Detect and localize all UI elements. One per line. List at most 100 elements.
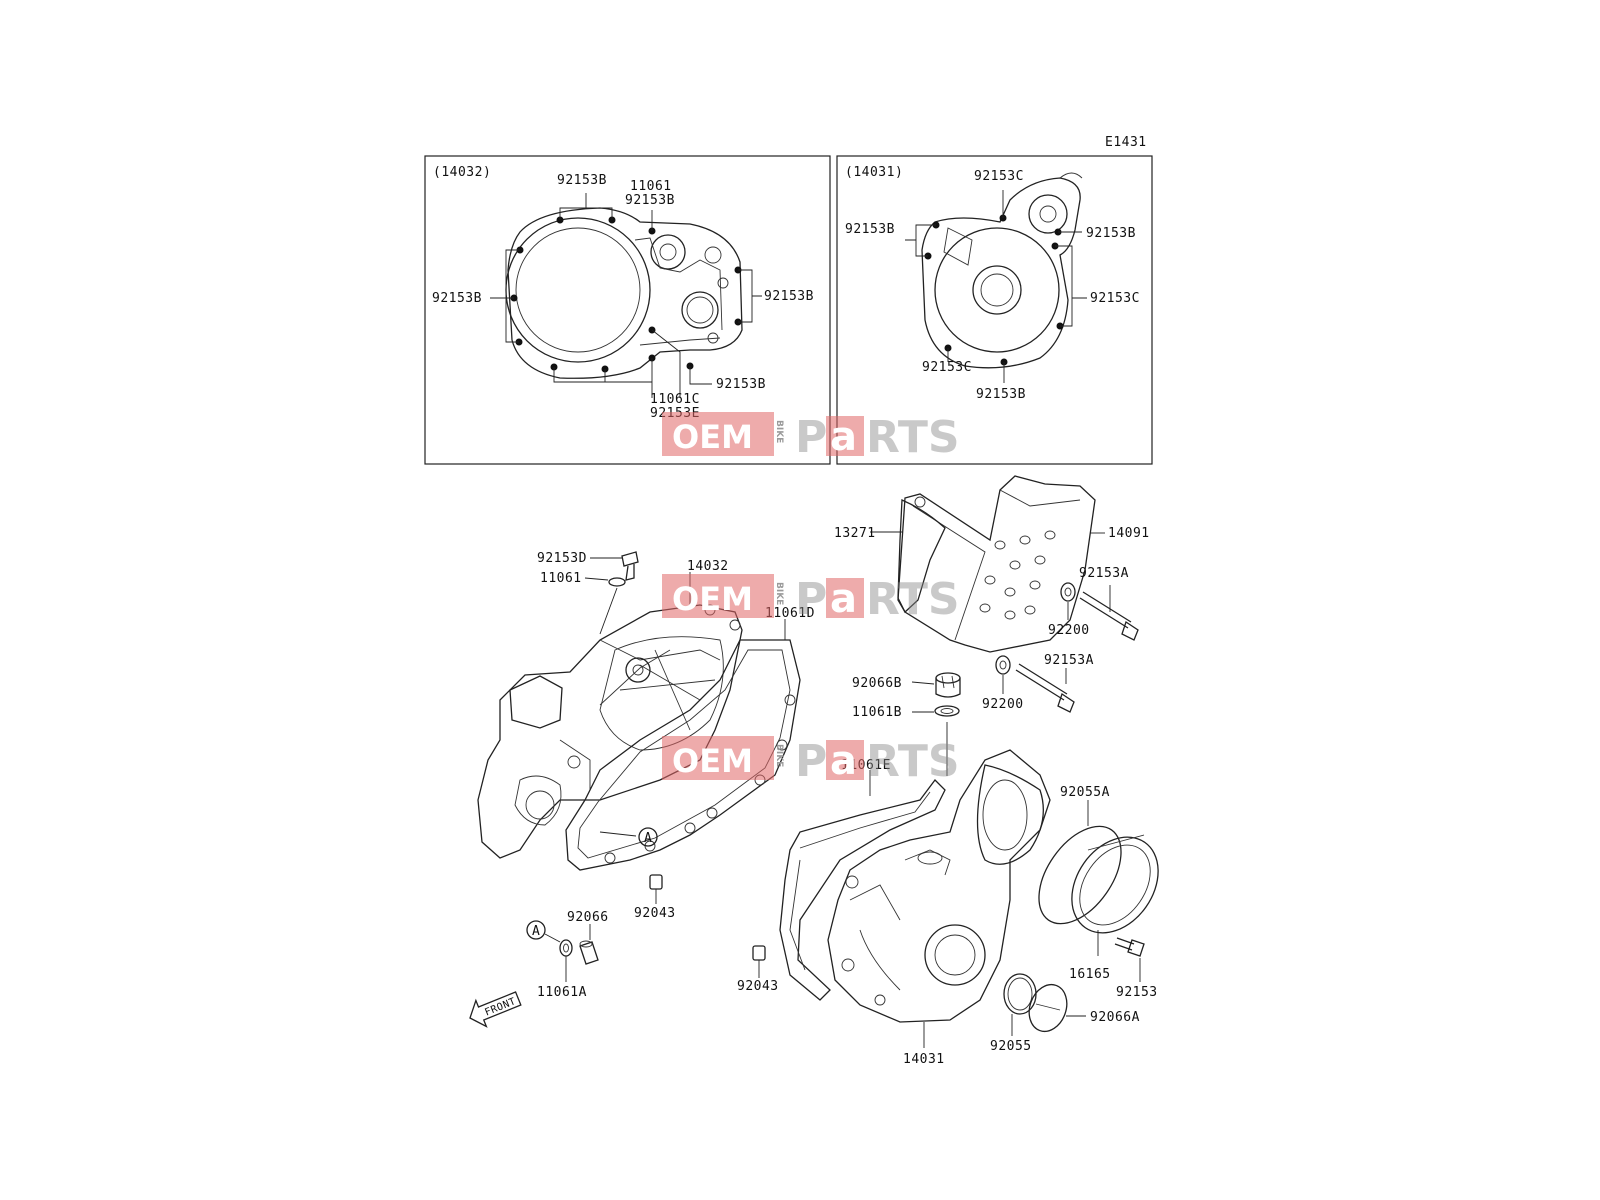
svg-text:P: P <box>795 574 827 625</box>
part-11061D-gasket <box>565 639 801 871</box>
label-92153C-top: 92153C <box>974 169 1024 184</box>
part-92066A-plug <box>1028 983 1068 1033</box>
svg-text:P: P <box>795 412 827 463</box>
magneto-cover-bolts <box>924 214 1064 366</box>
svg-text:BIKE: BIKE <box>774 420 784 443</box>
watermark-3: OEM BIKE P a RTS <box>662 736 960 787</box>
cover-holes <box>979 530 1056 620</box>
leader-11061-to-cover <box>599 587 618 635</box>
label-13271: 13271 <box>834 526 876 541</box>
part-92043-dowel-1 <box>649 874 663 890</box>
label-16165: 16165 <box>1069 967 1111 982</box>
label-14032: 14032 <box>687 559 729 574</box>
inset-14032: (14032) <box>424 155 831 465</box>
part-92153A-bolt-upper <box>1079 591 1139 641</box>
label-92153C-right: 92153C <box>1090 291 1140 306</box>
part-92043-dowel-2 <box>752 945 766 961</box>
label-92153B-right-top: 92153B <box>1086 226 1136 241</box>
svg-text:RTS: RTS <box>866 574 960 625</box>
clutch-cover-bolts <box>510 216 742 373</box>
label-11061A: 11061A <box>537 985 587 1000</box>
leader-11061 <box>584 577 609 581</box>
diagram-code: E1431 <box>1105 135 1147 150</box>
inset-14031: (14031) 921 <box>836 155 1153 465</box>
inset-14031-leaders <box>905 190 1087 383</box>
label-14091: 14091 <box>1108 526 1150 541</box>
svg-text:P: P <box>795 736 827 787</box>
watermark-1: OEM BIKE P a RTS <box>662 412 960 463</box>
svg-text:A: A <box>644 831 652 846</box>
ref-a-upper: A <box>599 827 658 847</box>
inset-14032-frame <box>424 155 831 465</box>
inset-14032-leaders <box>490 193 762 398</box>
label-92153D: 92153D <box>537 551 587 566</box>
part-92153A-bolt-lower <box>1015 663 1075 713</box>
svg-text:a: a <box>830 576 857 622</box>
ref-a-lower: A <box>526 920 561 943</box>
part-14091-cover <box>897 475 1096 653</box>
svg-text:RTS: RTS <box>866 412 960 463</box>
watermark: OEM BIKE P a RTS OEM BIKE P a RTS OEM BI… <box>662 412 960 787</box>
label-92200-lower: 92200 <box>982 697 1024 712</box>
inset-14031-title: (14031) <box>845 165 903 180</box>
label-92043-2: 92043 <box>737 979 779 994</box>
label-92066: 92066 <box>567 910 609 925</box>
svg-text:a: a <box>830 414 857 460</box>
part-92066-plug <box>579 940 599 965</box>
part-92200-washer-upper <box>1060 582 1076 602</box>
label-92153B-bottom: 92153B <box>976 387 1026 402</box>
label-11061C: 11061C <box>650 392 700 407</box>
label-92043-1: 92043 <box>634 906 676 921</box>
label-14031: 14031 <box>903 1052 945 1067</box>
svg-text:a: a <box>830 738 857 784</box>
label-11061-top: 11061 <box>630 179 672 194</box>
part-14032-clutch-cover <box>477 604 743 859</box>
label-92055A: 92055A <box>1060 785 1110 800</box>
part-92153-bolt <box>1114 937 1145 957</box>
svg-text:BIKE: BIKE <box>774 744 784 767</box>
inset-14032-title: (14032) <box>433 165 491 180</box>
front-arrow-label: FRONT <box>483 996 517 1018</box>
label-92153: 92153 <box>1116 985 1158 1000</box>
label-11061D: 11061D <box>765 606 815 621</box>
clutch-cover-drawing <box>505 207 743 379</box>
svg-text:OEM: OEM <box>672 580 753 618</box>
svg-text:BIKE: BIKE <box>774 582 784 605</box>
part-92055-oring <box>1003 973 1037 1015</box>
watermark-2: OEM BIKE P a RTS <box>662 574 960 625</box>
magneto-cover-drawing <box>921 172 1083 369</box>
svg-text:RTS: RTS <box>866 736 960 787</box>
front-arrow: FRONT <box>469 991 522 1028</box>
part-14031-magneto-cover <box>827 749 1051 1023</box>
label-92153B-right: 92153B <box>764 289 814 304</box>
label-92200-upper: 92200 <box>1048 623 1090 638</box>
svg-text:OEM: OEM <box>672 742 753 780</box>
part-92066B-plug <box>935 672 961 698</box>
inset-14031-frame <box>836 155 1153 465</box>
label-92153A-lower: 92153A <box>1044 653 1094 668</box>
part-92200-washer-lower <box>995 655 1011 675</box>
part-11061A-washer <box>559 939 573 957</box>
label-92153B-bottom-right: 92153B <box>716 377 766 392</box>
svg-text:OEM: OEM <box>672 418 753 456</box>
part-92055A-oring <box>1038 825 1122 925</box>
label-92153B-top-left: 92153B <box>557 173 607 188</box>
svg-text:A: A <box>532 924 540 939</box>
part-11061-washer <box>608 577 626 587</box>
leader-92066B <box>911 681 935 685</box>
part-11061B-washer <box>934 705 960 717</box>
label-92066B: 92066B <box>852 676 902 691</box>
label-11061: 11061 <box>540 571 582 586</box>
label-92153C-bottom-left: 92153C <box>922 360 972 375</box>
part-13271-gasket <box>897 496 946 614</box>
label-92153A-upper: 92153A <box>1079 566 1129 581</box>
label-92055: 92055 <box>990 1039 1032 1054</box>
label-92066A: 92066A <box>1090 1010 1140 1025</box>
label-92153B-left: 92153B <box>432 291 482 306</box>
part-92153D-bolt <box>621 551 639 581</box>
label-11061B: 11061B <box>852 705 902 720</box>
part-11061E-gasket <box>779 779 946 1001</box>
label-92153B-left: 92153B <box>845 222 895 237</box>
part-16165-cap <box>1071 834 1159 934</box>
